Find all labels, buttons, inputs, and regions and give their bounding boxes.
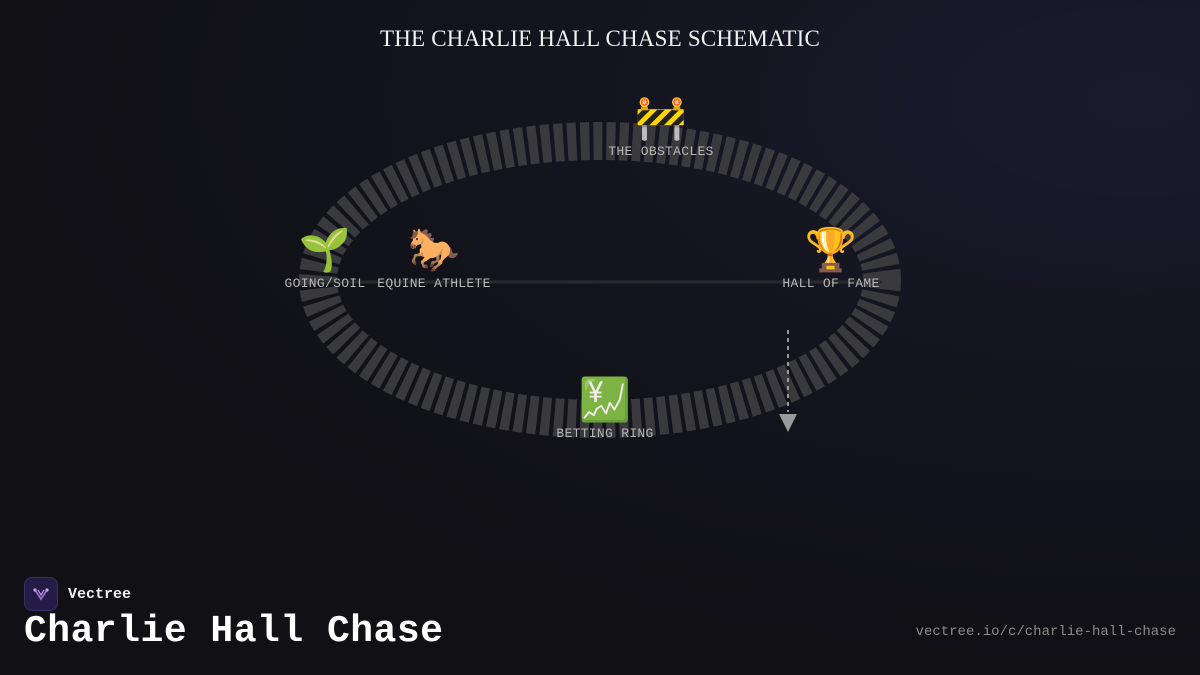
flow-arrow-head <box>779 414 797 432</box>
construction-barrier-icon: 🚧 <box>634 93 688 142</box>
node-the-obstacles: 🚧 THE OBSTACLES <box>608 94 713 160</box>
node-hall-of-fame: 🏆 HALL OF FAME <box>782 226 879 292</box>
node-going-soil: 🌱 GOING/SOIL <box>284 226 365 292</box>
node-label: EQUINE ATHLETE <box>377 276 491 291</box>
yen-chart-icon: 💹 <box>578 375 632 424</box>
node-label: THE OBSTACLES <box>608 144 714 159</box>
node-equine-athlete: 🐎 EQUINE ATHLETE <box>377 226 490 292</box>
seedling-icon: 🌱 <box>298 225 352 274</box>
node-label: GOING/SOIL <box>284 276 366 291</box>
page-url[interactable]: vectree.io/c/charlie-hall-chase <box>915 624 1176 640</box>
diagram-title: THE CHARLIE HALL CHASE SCHEMATIC <box>380 26 820 51</box>
brand-name: Vectree <box>68 585 132 603</box>
node-label: HALL OF FAME <box>782 276 880 291</box>
trophy-icon: 🏆 <box>804 225 858 274</box>
node-betting-ring: 💹 BETTING RING <box>556 376 653 442</box>
horse-icon: 🐎 <box>407 225 461 274</box>
vectree-logo-icon <box>24 577 58 611</box>
page-heading: Charlie Hall Chase <box>24 610 444 653</box>
racetrack-oval <box>299 122 901 438</box>
brand[interactable]: Vectree <box>24 577 131 611</box>
node-label: BETTING RING <box>556 426 654 441</box>
